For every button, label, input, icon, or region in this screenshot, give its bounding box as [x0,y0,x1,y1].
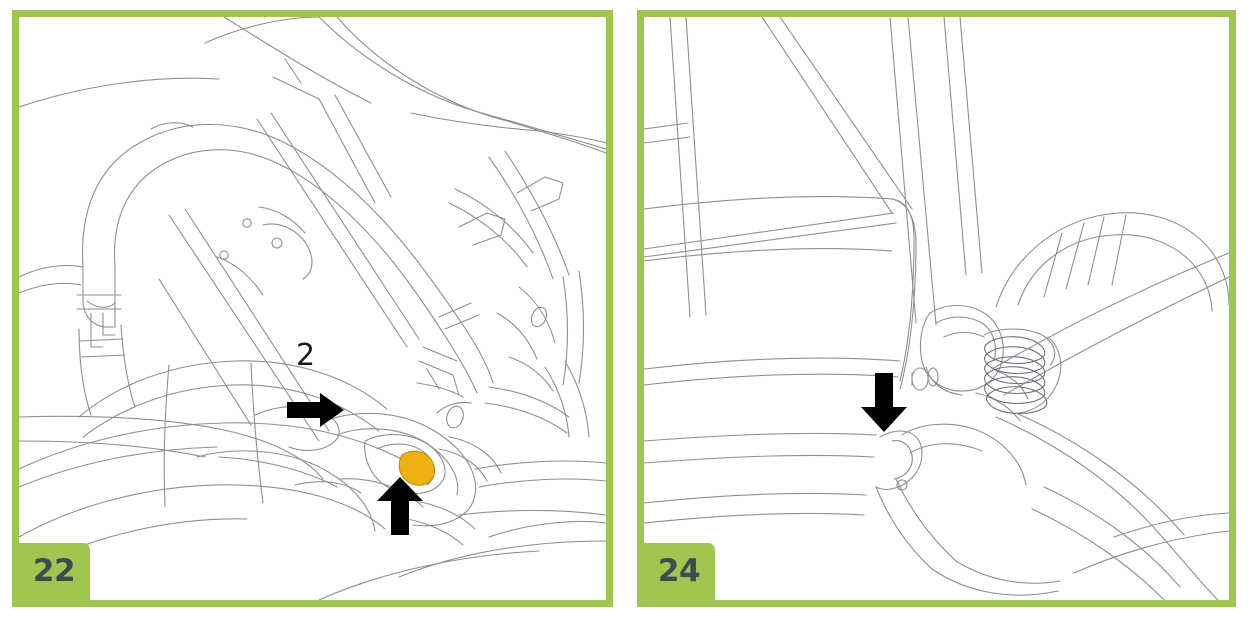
arrow-right-icon [287,393,344,427]
release-button-highlight [398,450,436,486]
step-panel-22: 2 22 [12,10,613,607]
step-number: 22 [32,552,76,589]
arrow-up-icon [377,477,423,535]
step-badge-22: 22 [18,543,90,601]
step-badge-24: 24 [643,543,715,601]
callout-number-2: 2 [296,338,316,373]
step-panel-24: 24 [637,10,1236,607]
line-drawing-stroller-bumper-bar [19,17,606,600]
step-number: 24 [657,552,701,589]
illustration-step-24 [644,17,1229,600]
line-drawing-stroller-fold-hinge [644,17,1229,600]
arrow-down-icon [861,373,907,432]
illustration-step-22: 2 [19,17,606,600]
